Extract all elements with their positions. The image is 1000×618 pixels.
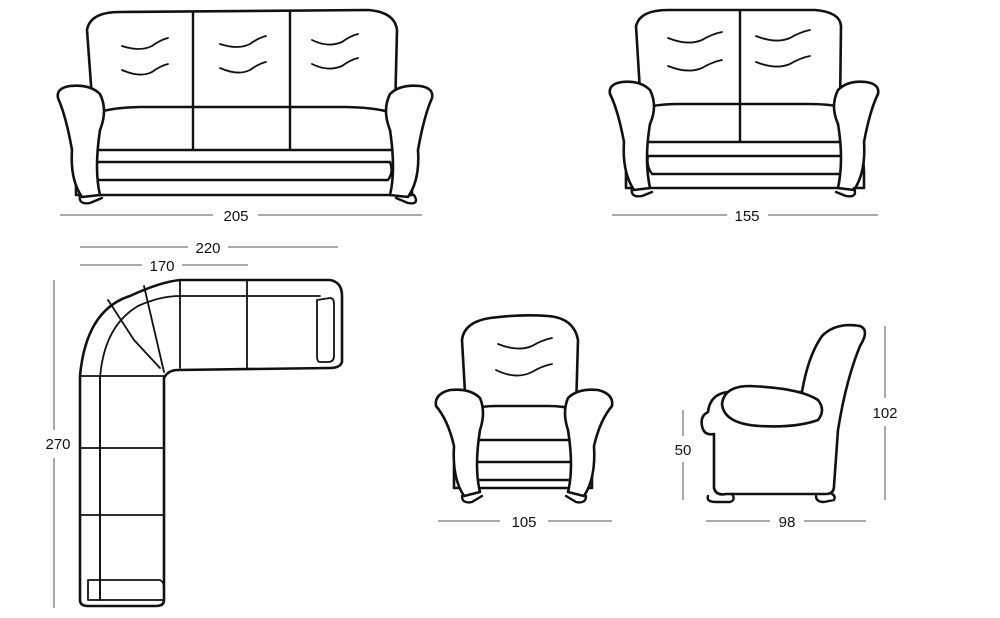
armchair-width-label: 105 bbox=[511, 514, 536, 531]
armchair-side-drawing bbox=[700, 323, 867, 504]
three-seat-width-label: 205 bbox=[223, 208, 248, 225]
corner-depth-label: 270 bbox=[45, 436, 70, 453]
armchair-height-label: 102 bbox=[872, 405, 897, 422]
three-seat-sofa-drawing bbox=[56, 8, 434, 205]
corner-sofa-drawing bbox=[78, 278, 344, 608]
two-seat-width-label: 155 bbox=[734, 208, 759, 225]
corner-inner-width-label: 170 bbox=[149, 258, 174, 275]
corner-outer-width-label: 220 bbox=[195, 240, 220, 257]
armchair-seat-height-label: 50 bbox=[675, 442, 692, 459]
armchair-front-drawing bbox=[434, 314, 614, 504]
armchair-depth-label: 98 bbox=[779, 514, 796, 531]
two-seat-sofa-drawing bbox=[608, 8, 880, 198]
